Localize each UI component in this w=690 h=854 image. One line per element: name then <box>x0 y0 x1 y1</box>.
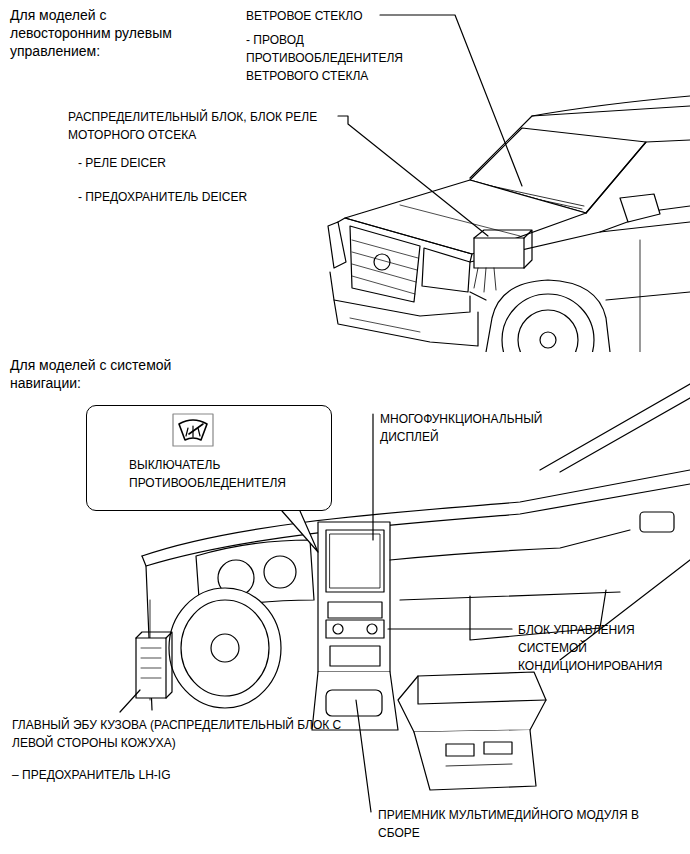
callout-pointer <box>282 511 318 552</box>
part-label: БЛОК УПРАВЛЕНИЯ СИСТЕМОЙ КОНДИЦИОНИРОВАН… <box>518 621 686 675</box>
leader-line <box>120 690 140 712</box>
part-label: МНОГОФУНКЦИОНАЛЬНЫЙ ДИСПЛЕЙ <box>380 410 580 446</box>
leader-line <box>356 700 371 812</box>
vehicle-exterior <box>328 96 690 352</box>
deicer-switch-icon <box>173 414 213 446</box>
part-label: ГЛАВНЫЙ ЭБУ КУЗОВА (РАСПРЕДЕЛИТЕЛЬНЫЙ БЛ… <box>12 716 362 752</box>
leader-line <box>380 15 522 186</box>
part-label: – ПРЕДОХРАНИТЕЛЬ LH-IG <box>12 766 272 784</box>
part-label: Для моделей с левосторонним рулевым упра… <box>10 6 180 60</box>
part-label: РАСПРЕДЕЛИТЕЛЬНЫЙ БЛОК, БЛОК РЕЛЕ МОТОРН… <box>68 108 330 144</box>
leader-line <box>338 116 488 236</box>
leader-line <box>372 414 373 540</box>
part-label: - ПРОВОД ПРОТИВООБЛЕДЕНИТЕЛЯ ВЕТРОВОГО С… <box>246 31 424 85</box>
callout-box: ВЫКЛЮЧАТЕЛЬ ПРОТИВООБЛЕДЕНИТЕЛЯ <box>86 405 332 511</box>
part-label: ПРИЕМНИК МУЛЬТИМЕДИЙНОГО МОДУЛЯ В СБОРЕ <box>378 806 683 842</box>
part-label: Для моделей с системой навигации: <box>10 356 220 392</box>
leader-line <box>388 628 512 629</box>
switch-label: ВЫКЛЮЧАТЕЛЬ ПРОТИВООБЛЕДЕНИТЕЛЯ <box>129 456 324 492</box>
part-label: - ПРЕДОХРАНИТЕЛЬ DEICER <box>78 188 318 206</box>
part-label: - РЕЛЕ DEICER <box>78 154 298 172</box>
part-label: ВЕТРОВОЕ СТЕКЛО <box>246 7 446 25</box>
